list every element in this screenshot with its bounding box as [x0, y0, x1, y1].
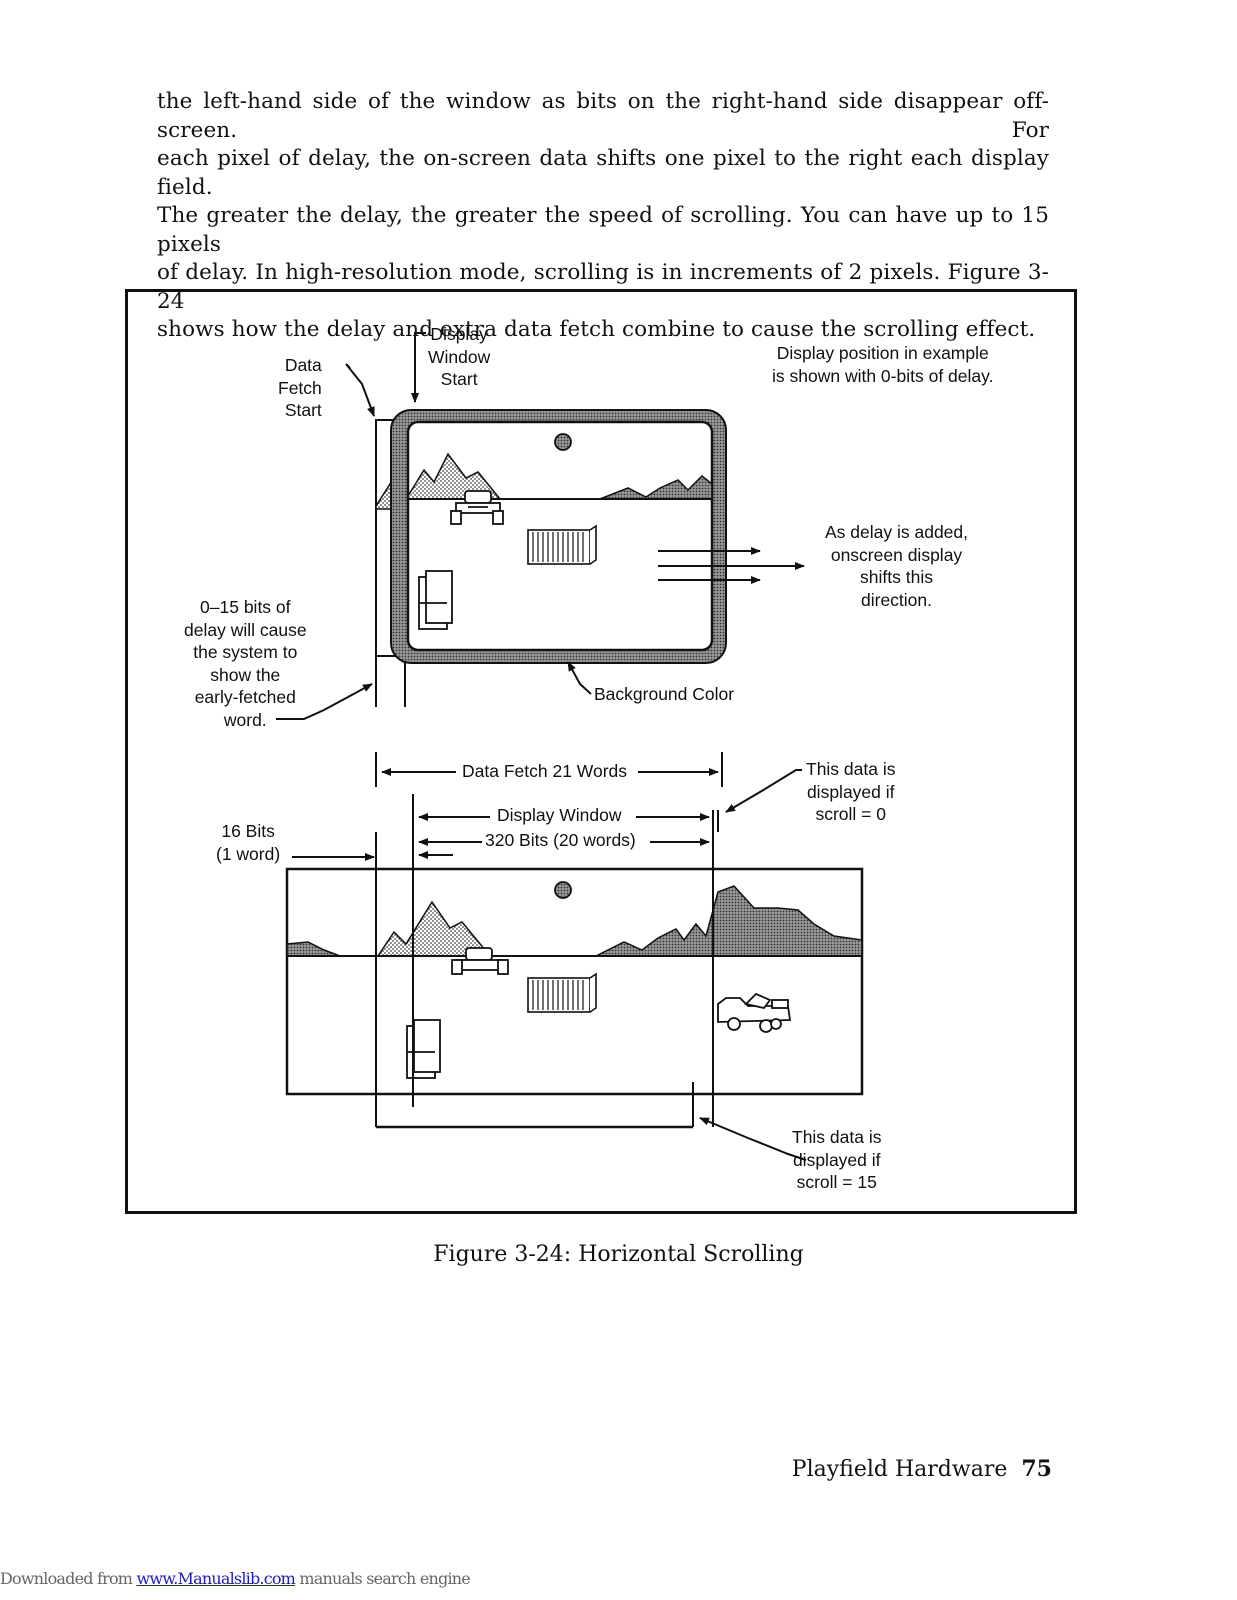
background-color-label: Background Color	[594, 684, 735, 704]
delay-added-note: As delay is added, onscreen display shif…	[825, 522, 969, 610]
figure-frame: Data Fetch Start Display Window Start Di…	[125, 289, 1077, 1214]
tank-icon	[450, 490, 504, 525]
display-window-label: Display Window	[497, 805, 622, 825]
top-window-illustration	[375, 409, 727, 707]
display-window-start-arrow	[411, 332, 426, 403]
intro-line: the left-hand side of the window as bits…	[157, 89, 1049, 143]
background-color-arrow	[567, 661, 592, 695]
download-bar: Downloaded from www.Manualslib.com manua…	[0, 1569, 471, 1588]
data-fetch-start-label: Data Fetch Start	[278, 355, 322, 420]
mountain-far-left	[286, 941, 341, 957]
sun-icon	[554, 433, 572, 451]
figure-caption: Figure 3-24: Horizontal Scrolling	[433, 1242, 804, 1267]
delay-bits-note: 0–15 bits of delay will cause the system…	[184, 597, 307, 730]
manualslib-link[interactable]: www.Manualslib.com	[136, 1569, 296, 1588]
page-footer: Playfield Hardware 75	[792, 1456, 1052, 1482]
intro-line: shows how the delay and extra data fetch…	[157, 317, 1036, 342]
intro-line: The greater the delay, the greater the s…	[157, 203, 1049, 257]
scrolling-diagram	[276, 332, 864, 1161]
page-number: 75	[1021, 1456, 1052, 1482]
playfield-strip	[285, 867, 864, 1096]
scroll15-note: This data is displayed if scroll = 15	[792, 1127, 882, 1192]
mountain-right-range	[595, 885, 863, 957]
intro-line: of delay. In high-resolution mode, scrol…	[157, 260, 1049, 314]
intro-line: each pixel of delay, the on-screen data …	[157, 146, 1049, 200]
mountain-right	[599, 474, 713, 500]
building-icon	[418, 570, 453, 630]
tank-icon	[451, 947, 509, 975]
display-window-start-label: Display Window Start	[428, 324, 491, 389]
jeep-icon	[717, 992, 792, 1033]
crate-icon	[527, 524, 597, 565]
data-fetch-start-arrow	[345, 363, 375, 417]
building-icon	[406, 1019, 441, 1079]
scroll0-arrow	[725, 769, 802, 813]
download-prefix: Downloaded from	[0, 1569, 137, 1588]
intro-paragraph: the left-hand side of the window as bits…	[157, 88, 1049, 345]
dimension-lines	[375, 752, 723, 832]
sixteen-bits-label: 16 Bits (1 word)	[216, 821, 281, 864]
early-fetched-arrow	[276, 683, 373, 720]
scroll0-note: This data is displayed if scroll = 0	[806, 759, 896, 824]
crate-icon	[527, 972, 597, 1013]
data-fetch-words-label: Data Fetch 21 Words	[462, 761, 628, 781]
boundary-lines	[375, 832, 714, 1127]
download-suffix: manuals search engine	[295, 1569, 470, 1588]
display-position-note: Display position in example is shown wit…	[772, 343, 994, 386]
section-title: Playfield Hardware	[791, 1457, 1008, 1482]
display-bits-label: 320 Bits (20 words)	[485, 830, 636, 850]
scroll15-arrow	[699, 1117, 807, 1161]
sun-icon	[554, 881, 572, 899]
